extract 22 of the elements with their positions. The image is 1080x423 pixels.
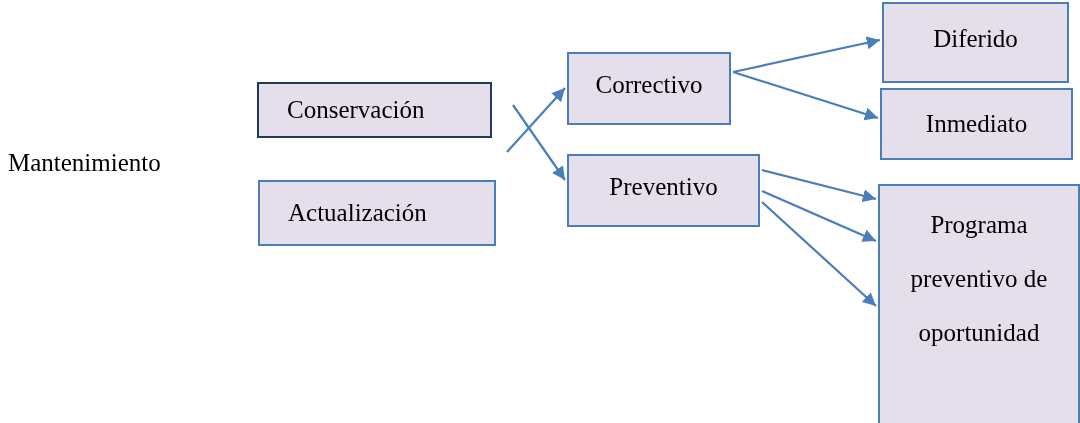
arrow	[732, 70, 879, 121]
box-text: Actualización	[287, 198, 428, 229]
box-text: Correctivo	[594, 70, 704, 100]
process-box	[880, 88, 1073, 160]
arrow	[506, 87, 566, 153]
process-box	[258, 180, 496, 246]
process-box	[878, 184, 1080, 423]
arrow	[761, 190, 877, 242]
arrow	[512, 104, 566, 181]
box-text: Diferido	[932, 24, 1019, 54]
arrow	[732, 36, 881, 74]
box-text: Conservación	[286, 95, 426, 126]
box-text: Programa preventivo de oportunidad	[909, 210, 1049, 348]
box-text: Preventivo	[608, 172, 719, 202]
diagram-label: Mantenimiento	[8, 148, 161, 178]
arrow	[761, 201, 877, 307]
process-box	[882, 2, 1069, 83]
process-box	[567, 154, 760, 227]
box-text: Inmediato	[924, 109, 1029, 140]
process-box	[257, 82, 492, 138]
process-box	[567, 52, 731, 125]
arrow	[761, 168, 877, 203]
